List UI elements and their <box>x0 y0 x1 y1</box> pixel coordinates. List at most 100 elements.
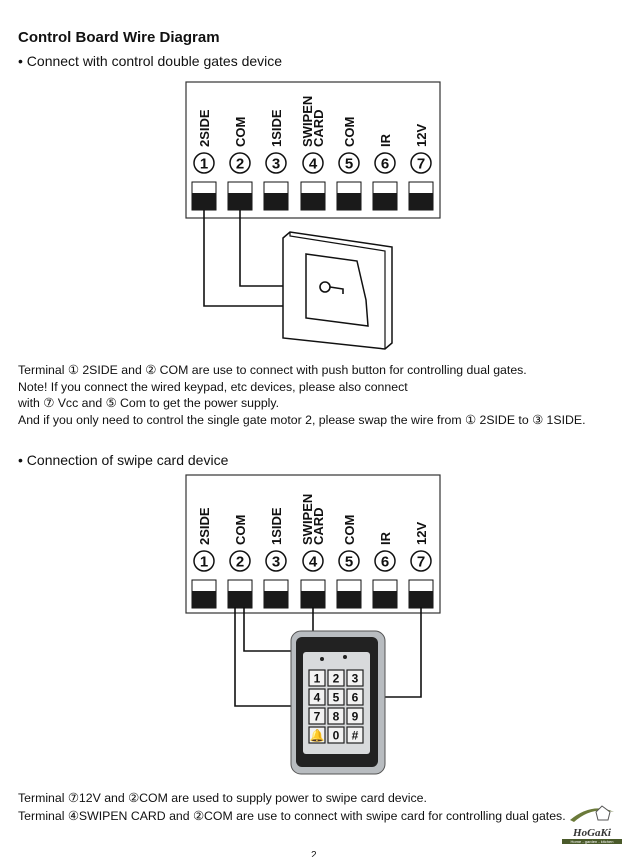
keypad-key <box>346 707 364 725</box>
terminal-number-circle <box>374 152 396 174</box>
svg-text:3: 3 <box>352 672 359 686</box>
terminal-number-circle <box>193 152 215 174</box>
svg-text:1: 1 <box>314 672 321 686</box>
terminal-label: COM <box>342 515 357 545</box>
svg-text:6: 6 <box>352 691 359 705</box>
keypad-key <box>346 688 364 706</box>
terminal-number-circle <box>338 550 360 572</box>
terminal-2: COM 2 <box>227 515 253 609</box>
section2-heading: • Connection of swipe card device <box>18 452 229 468</box>
terminal-2: COM 2 <box>227 117 253 211</box>
terminal-number-circle <box>338 152 360 174</box>
terminal-number: 7 <box>417 554 425 571</box>
svg-text:🔔: 🔔 <box>310 729 325 743</box>
terminal-number: 6 <box>381 156 389 173</box>
svg-text:0: 0 <box>333 729 340 743</box>
terminal-6: IR 6 <box>372 531 398 609</box>
terminal-number: 1 <box>200 156 208 173</box>
house-leaf-icon <box>570 805 614 822</box>
terminal-number-circle <box>265 550 287 572</box>
push-button-switch <box>282 231 393 350</box>
terminal-label: 2SIDE <box>197 109 212 147</box>
terminal-number: 3 <box>272 554 280 571</box>
terminal-number: 6 <box>381 554 389 571</box>
terminal-3: 1SIDE 3 <box>263 109 289 211</box>
terminal-number-circle <box>302 152 324 174</box>
keypad-key <box>308 707 326 725</box>
terminal-7: 12V 7 <box>408 522 434 609</box>
page-number: 2 <box>311 850 317 857</box>
terminal-label: 12V <box>414 124 429 147</box>
terminal-number: 7 <box>417 156 425 173</box>
terminal-label: COM <box>233 515 248 545</box>
terminal-number: 5 <box>345 156 353 173</box>
terminal-number: 5 <box>345 554 353 571</box>
body-text-line: with ⑦ Vcc and ⑤ Com to get the power su… <box>18 396 280 410</box>
terminal-number-circle <box>410 550 432 572</box>
terminal-number: 4 <box>309 554 318 571</box>
terminal-label: SWIPEN <box>300 494 315 545</box>
svg-text:7: 7 <box>314 710 321 724</box>
svg-text:4: 4 <box>314 691 321 705</box>
key-icon <box>319 281 344 294</box>
terminal-number-circle <box>410 152 432 174</box>
terminal-7: 12V 7 <box>408 124 434 211</box>
keypad-key <box>308 688 326 706</box>
svg-text:5: 5 <box>333 691 340 705</box>
terminal-label: 1SIDE <box>269 109 284 147</box>
body-text-line: Note! If you connect the wired keypad, e… <box>18 380 408 394</box>
body-text-line: Terminal ④SWIPEN CARD and ②COM are use t… <box>18 809 566 823</box>
page-title: Control Board Wire Diagram <box>18 29 220 46</box>
terminal-number: 3 <box>272 156 280 173</box>
terminal-label: SWIPEN <box>300 96 315 147</box>
terminal-number-circle <box>229 550 251 572</box>
terminal-label: 2SIDE <box>197 507 212 545</box>
keypad-key <box>346 669 364 687</box>
keypad-key <box>327 707 345 725</box>
terminal-label: COM <box>233 117 248 147</box>
svg-text:8: 8 <box>333 710 340 724</box>
terminal-label: 12V <box>414 522 429 545</box>
terminal-5: COM 5 <box>336 515 362 609</box>
terminal-label: IR <box>378 531 393 545</box>
terminal-label: IR <box>378 133 393 147</box>
wires-1 <box>203 210 292 307</box>
body-text-line: Terminal ① 2SIDE and ② COM are use to co… <box>18 363 527 377</box>
keypad-key <box>327 669 345 687</box>
terminal-number-circle <box>229 152 251 174</box>
section1-heading: • Connect with control double gates devi… <box>18 53 283 69</box>
keypad-key <box>308 669 326 687</box>
svg-text:2: 2 <box>333 672 340 686</box>
wires-2 <box>234 607 422 707</box>
terminal-number: 2 <box>236 156 244 173</box>
svg-text:#: # <box>352 729 359 743</box>
terminal-label-2: CARD <box>311 109 326 147</box>
body-text-line: And if you only need to control the sing… <box>18 413 586 427</box>
keypad-key <box>346 726 364 744</box>
terminal-label: 1SIDE <box>269 507 284 545</box>
body-text-line: Terminal ⑦12V and ②COM are used to suppl… <box>18 791 427 805</box>
terminal-number: 1 <box>200 554 208 571</box>
terminal-3: 1SIDE 3 <box>263 507 289 609</box>
terminal-number-circle <box>374 550 396 572</box>
keypad-key <box>308 726 326 744</box>
terminal-number: 2 <box>236 554 244 571</box>
terminal-1: 2SIDE 1 <box>191 109 217 211</box>
terminal-1: 2SIDE 1 <box>191 507 217 609</box>
terminal-6: IR 6 <box>372 133 398 211</box>
terminal-number: 4 <box>309 156 318 173</box>
keypad-key <box>327 726 345 744</box>
terminal-number-circle <box>265 152 287 174</box>
terminal-label-2: CARD <box>311 507 326 545</box>
keypad-key <box>327 688 345 706</box>
hogaki-logo: HoGaKi Home - garden - kitchen <box>562 800 622 844</box>
terminal-number-circle <box>193 550 215 572</box>
terminal-number-circle <box>302 550 324 572</box>
